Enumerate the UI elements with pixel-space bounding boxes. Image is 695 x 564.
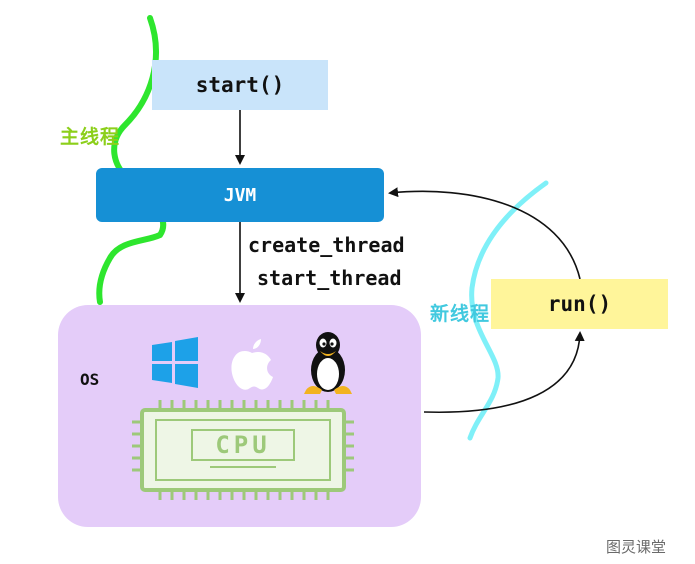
new-thread-label: 新线程 bbox=[430, 303, 491, 325]
start-thread-label: start_thread bbox=[257, 266, 402, 290]
jvm-node: JVM bbox=[96, 168, 384, 222]
windows-icon bbox=[152, 337, 198, 388]
start-label: start() bbox=[195, 73, 285, 97]
start-node: start() bbox=[152, 60, 328, 110]
cpu-label-box: CPU bbox=[192, 430, 294, 460]
apple-icon bbox=[231, 339, 273, 390]
new-thread-curve bbox=[467, 180, 549, 441]
os-label: OS bbox=[80, 370, 100, 389]
run-node: run() bbox=[491, 279, 668, 329]
watermark-label: 图灵课堂 bbox=[606, 538, 667, 556]
cpu-chip-icon bbox=[132, 400, 354, 500]
main-thread-label: 主线程 bbox=[60, 126, 121, 148]
arrow-os-to-run bbox=[423, 331, 585, 414]
arrow-run-to-jvm bbox=[388, 187, 581, 280]
create-thread-label: create_thread bbox=[248, 233, 405, 257]
jvm-label: JVM bbox=[223, 184, 257, 206]
cpu-label: CPU bbox=[215, 431, 271, 459]
run-label: run() bbox=[547, 292, 612, 316]
linux-tux-icon bbox=[304, 332, 352, 394]
jvm-os-calls: create_thread start_thread bbox=[248, 229, 405, 295]
